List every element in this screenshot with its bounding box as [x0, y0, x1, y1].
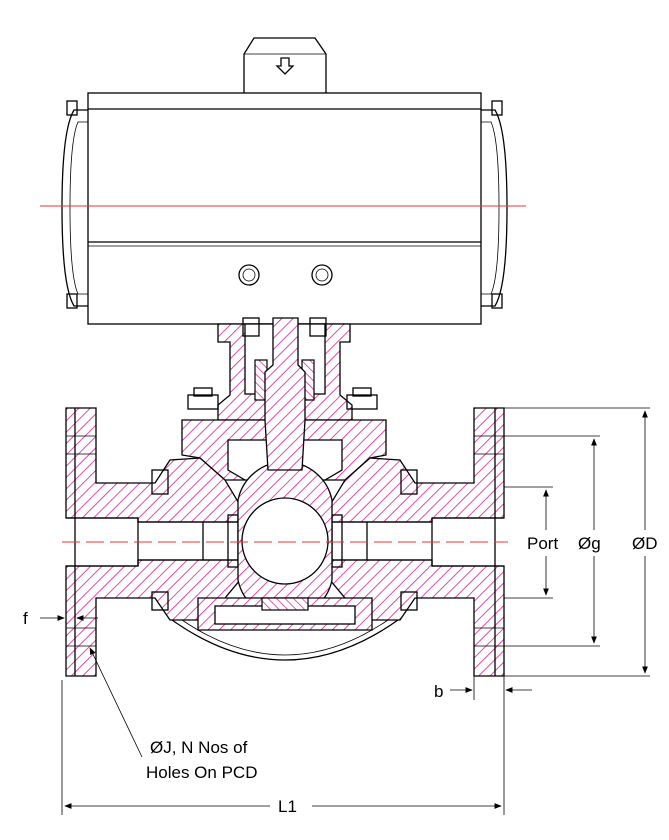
- face-f-label: f: [23, 609, 28, 628]
- air-port-a: [238, 264, 260, 286]
- holes-label-line2: Holes On PCD: [146, 763, 257, 782]
- thick-b-label: b: [434, 682, 443, 701]
- actuator-top-port: [243, 37, 327, 93]
- actuator-end-cap-right: [481, 109, 508, 307]
- air-port-b: [311, 264, 333, 286]
- length-label: L1: [278, 797, 297, 816]
- bottom-cover: [171, 597, 399, 661]
- actuator-end-cap-left: [61, 109, 88, 307]
- gland-bolts: [187, 387, 378, 410]
- dia-d-label: ØD: [632, 534, 658, 553]
- holes-label-line1: ØJ, N Nos of: [150, 738, 248, 757]
- ball: [237, 461, 333, 619]
- port-label: Port: [527, 534, 558, 553]
- actuator-body: [87, 92, 482, 325]
- arrow-down-icon: [275, 57, 295, 75]
- dia-g-label: Øg: [578, 534, 601, 553]
- flow-passage: [66, 514, 504, 568]
- actuator: [61, 37, 508, 325]
- dimensions: [40, 407, 650, 815]
- stem: [264, 317, 306, 471]
